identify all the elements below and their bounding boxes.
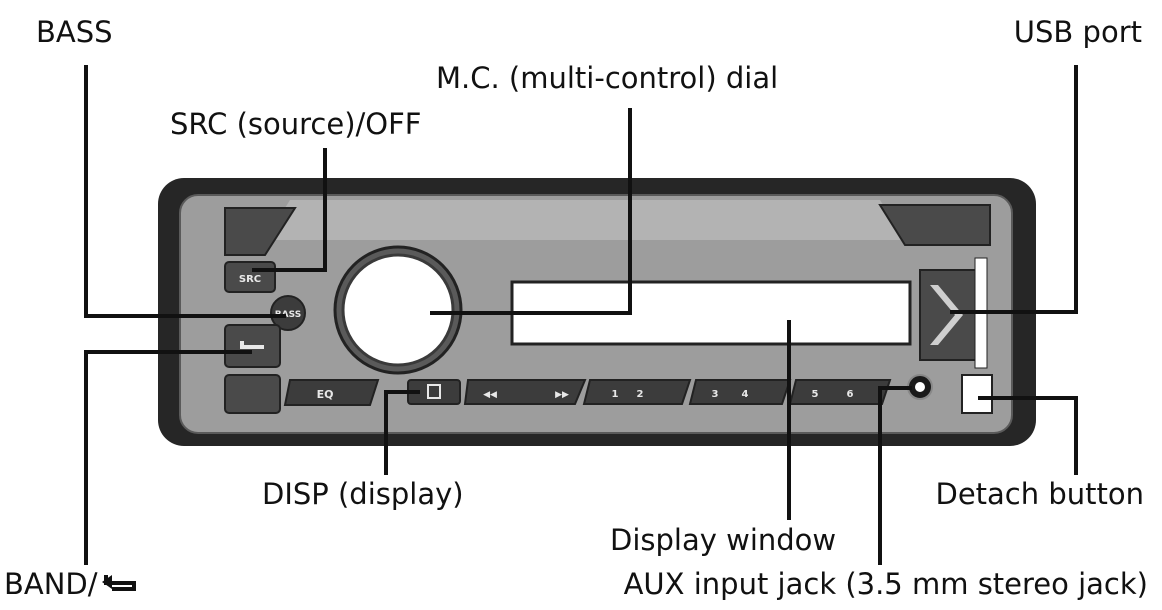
preset-5-label: 5 bbox=[812, 389, 819, 400]
label-disp: DISP (display) bbox=[262, 477, 464, 511]
usb-port[interactable] bbox=[919, 269, 979, 361]
bass-leader bbox=[84, 65, 286, 318]
detach-leader bbox=[978, 396, 1078, 475]
preset-group-1[interactable] bbox=[582, 379, 692, 405]
eq-button[interactable] bbox=[283, 379, 380, 406]
src-button-label: SRC bbox=[239, 274, 261, 285]
preset-group-2[interactable] bbox=[688, 379, 792, 405]
preset-2-label: 2 bbox=[637, 389, 644, 400]
back-arrow-icon bbox=[101, 575, 136, 591]
top-right-button bbox=[878, 204, 991, 246]
preset-6-label: 6 bbox=[847, 389, 854, 400]
label-band: BAND/ bbox=[4, 570, 140, 599]
prev-button-label: ◀◀ bbox=[483, 390, 497, 400]
bottom-left-button bbox=[224, 374, 281, 414]
display-window bbox=[510, 280, 912, 346]
mc-dial[interactable] bbox=[341, 253, 455, 367]
disp-leader bbox=[384, 390, 420, 475]
usb-leader bbox=[950, 65, 1078, 314]
band-leader bbox=[84, 350, 252, 565]
label-src-off: SRC (source)/OFF bbox=[170, 107, 422, 141]
preset-3-label: 3 bbox=[712, 389, 719, 400]
label-detach-button: Detach button bbox=[935, 477, 1144, 511]
bass-button-label: BASS bbox=[275, 310, 301, 320]
prev-next-button[interactable] bbox=[463, 379, 587, 405]
preset-4-label: 4 bbox=[742, 389, 749, 400]
eq-button-label: EQ bbox=[317, 388, 334, 401]
leader-lines bbox=[84, 65, 1078, 565]
label-usb-port: USB port bbox=[1013, 15, 1142, 49]
detach-button[interactable] bbox=[961, 374, 993, 414]
mc-dial-leader bbox=[430, 108, 632, 315]
preset-1-label: 1 bbox=[612, 389, 619, 400]
label-bass: BASS bbox=[36, 15, 113, 49]
top-bevel bbox=[265, 200, 905, 240]
aux-leader bbox=[878, 386, 912, 565]
label-band-text: BAND/ bbox=[4, 567, 98, 601]
bass-button[interactable] bbox=[270, 295, 306, 331]
disp-icon bbox=[427, 384, 441, 399]
next-button-label: ▶▶ bbox=[555, 390, 569, 400]
top-left-button bbox=[224, 207, 297, 256]
preset-group-3[interactable] bbox=[788, 379, 892, 405]
label-mc-dial: M.C. (multi-control) dial bbox=[436, 61, 779, 95]
label-aux-jack: AUX input jack (3.5 mm stereo jack) bbox=[623, 567, 1148, 601]
aux-jack-hole bbox=[915, 382, 925, 392]
usb-icon bbox=[930, 285, 963, 345]
band-back-icon bbox=[240, 341, 264, 349]
label-display-window: Display window bbox=[610, 523, 837, 557]
src-leader bbox=[252, 148, 327, 272]
